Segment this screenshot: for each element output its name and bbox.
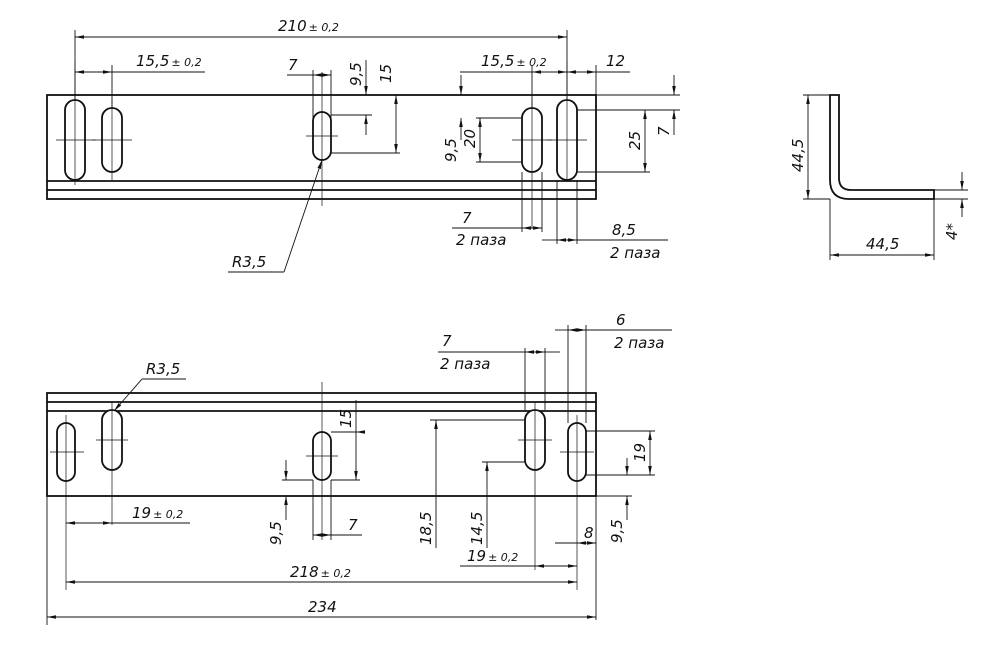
- bottom-dim-7: 7: [348, 516, 358, 534]
- dim-7-top: 7: [288, 56, 298, 74]
- bottom-dim-slot-6-label: 6: [616, 311, 626, 329]
- bottom-centerlines: [50, 382, 594, 590]
- dim-9-5-top: 9,5: [347, 62, 365, 86]
- bottom-dim-9-5-left: 9,5: [267, 521, 285, 545]
- bottom-dim-slot-6-note: 2 паза: [614, 334, 664, 352]
- side-view: 44,5 44,5 4*: [789, 94, 968, 260]
- bottom-dim-19-left: 19± 0,2: [132, 504, 183, 522]
- bottom-dim-slot-7-note: 2 паза: [440, 355, 490, 373]
- dim-7-right: 7: [655, 126, 673, 136]
- dim-20: 20: [461, 129, 479, 148]
- dim-15-5-left: 15,5± 0,2: [136, 52, 202, 70]
- bottom-dim-218: 218± 0,2: [290, 563, 351, 581]
- dim-15-top: 15: [377, 64, 395, 83]
- side-dim-height: 44,5: [789, 139, 807, 172]
- dim-9-5-mid: 9,5: [442, 138, 460, 162]
- bottom-dim-9-5-right: 9,5: [608, 519, 626, 543]
- bottom-dim-slot-7-label: 7: [442, 332, 452, 350]
- side-dim-thickness: 4*: [943, 222, 961, 240]
- bottom-plate-outline: [46, 392, 597, 497]
- top-radius-label: R3,5: [232, 253, 266, 271]
- dim-slot-8-5-label: 8,5: [612, 221, 636, 239]
- bottom-dim-19-right: 19: [631, 443, 649, 462]
- dim-210: 210± 0,2: [278, 17, 339, 35]
- dim-slot-7-label: 7: [462, 209, 472, 227]
- bottom-dim-19-right-bottom: 19± 0,2: [467, 547, 518, 565]
- dim-12: 12: [606, 52, 625, 70]
- angle-profile: [829, 94, 935, 200]
- dim-slot-7-note: 2 паза: [456, 231, 506, 249]
- bottom-view: 7 2 паза 6 2 паза R3,5 15 19 9,5: [46, 311, 672, 625]
- bottom-dim-18-5: 18,5: [417, 512, 435, 545]
- top-centerlines: [56, 62, 587, 228]
- dim-25: 25: [626, 131, 644, 150]
- bottom-dim-8: 8: [584, 524, 594, 542]
- dim-slot-8-5-note: 2 паза: [610, 244, 660, 262]
- bottom-dim-234: 234: [308, 598, 337, 616]
- bottom-dim-15: 15: [337, 409, 355, 428]
- dim-15-5-right: 15,5± 0,2: [481, 52, 547, 70]
- top-view: 210± 0,2 15,5± 0,2 7 9,5 15 15,5± 0,2 12: [46, 17, 680, 273]
- side-dim-width: 44,5: [866, 235, 899, 253]
- bottom-dim-14-5: 14,5: [468, 512, 486, 545]
- top-plate-outline: [46, 94, 597, 200]
- bottom-radius-label: R3,5: [146, 360, 180, 378]
